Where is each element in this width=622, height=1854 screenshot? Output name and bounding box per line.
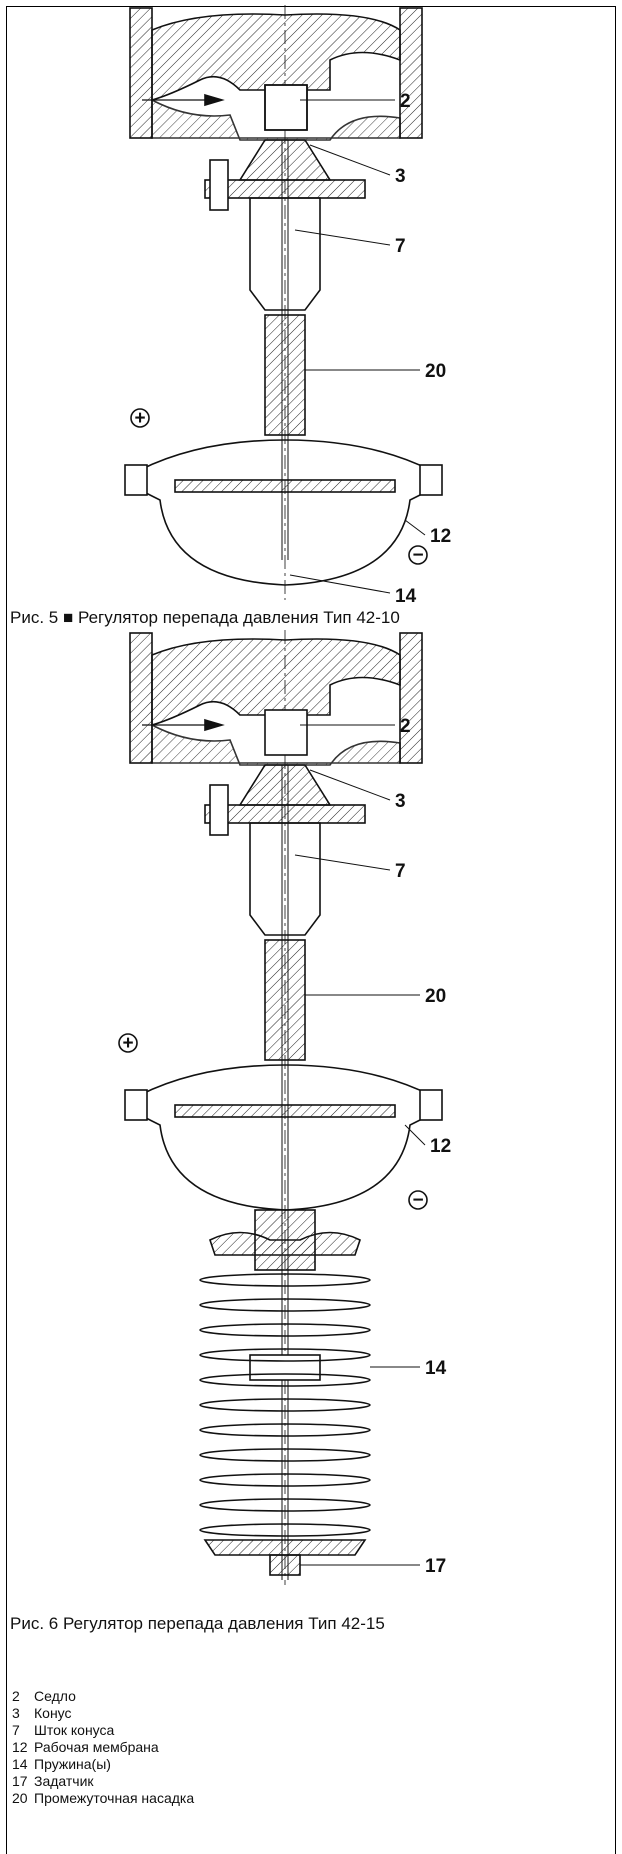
callout-3: 3 — [395, 166, 406, 187]
callout-20: 20 — [425, 986, 446, 1007]
callout-7: 7 — [395, 236, 406, 257]
caption-type: Тип 42-10 — [323, 608, 400, 627]
legend-item: 3 Конус — [12, 1705, 194, 1722]
diaphragm-upper — [139, 439, 431, 471]
valve-plug — [238, 139, 332, 181]
caption-bullet: ■ — [62, 608, 74, 627]
legend-number: 20 — [12, 1790, 28, 1806]
legend-label: Седло — [34, 1688, 76, 1704]
legend-item: 14 Пружина(ы) — [12, 1756, 194, 1773]
bonnet-flange — [204, 179, 366, 199]
callout-2: 2 — [400, 91, 411, 112]
caption-prefix: Рис. 6 — [10, 1614, 59, 1633]
callout-12: 12 — [430, 1136, 451, 1157]
legend-item: 20 Промежуточная насадка — [12, 1790, 194, 1807]
stem-housing — [249, 197, 321, 311]
callout-17: 17 — [425, 1556, 446, 1577]
minus-port-symbol — [408, 545, 428, 565]
callout-14: 14 — [425, 1358, 447, 1379]
legend-label: Шток конуса — [34, 1722, 115, 1738]
figure-6-drawing: + − 2 3 7 20 12 14 17 — [118, 630, 451, 1585]
figure-5-caption: Рис. 5 ■ Регулятор перепада давления Тип… — [10, 608, 400, 628]
plus-sign: + — [134, 408, 145, 429]
legend-item: 7 Шток конуса — [12, 1722, 194, 1739]
callout-14: 14 — [395, 586, 417, 607]
spring-coils — [199, 1273, 371, 1537]
callout-7: 7 — [395, 861, 406, 882]
caption-prefix: Рис. 5 — [10, 608, 59, 627]
callout-12: 12 — [430, 526, 451, 547]
flow-arrow — [204, 93, 225, 107]
legend-label: Промежуточная насадка — [34, 1790, 195, 1806]
legend-number: 7 — [12, 1722, 20, 1738]
minus-sign: − — [412, 1190, 423, 1211]
legend-label: Пружина(ы) — [34, 1756, 111, 1772]
legend-label: Рабочая мембрана — [34, 1739, 159, 1755]
legend-label: Задатчик — [34, 1773, 94, 1789]
plus-sign: + — [122, 1033, 133, 1054]
drawing-frame — [6, 6, 616, 1854]
valve-body-6 — [129, 632, 423, 766]
diaphragm-plate — [174, 479, 396, 493]
callout-20: 20 — [425, 361, 446, 382]
legend-number: 3 — [12, 1705, 20, 1721]
flange-bolt-left — [124, 464, 148, 496]
flange-bolt-right — [419, 464, 443, 496]
legend-item: 2 Седло — [12, 1688, 194, 1705]
legend-item: 17 Задатчик — [12, 1773, 194, 1790]
spring-base — [203, 1539, 367, 1556]
valve-body — [129, 7, 423, 141]
legend-number: 14 — [12, 1756, 28, 1772]
callout-3: 3 — [395, 791, 406, 812]
intermediate-piece — [264, 314, 306, 436]
set-point-adjuster — [269, 1554, 301, 1576]
figure-5-drawing: + − 2 3 7 20 12 14 — [124, 5, 451, 607]
legend-number: 12 — [12, 1739, 28, 1755]
legend-label: Конус — [34, 1705, 72, 1721]
diaphragm-lower — [139, 489, 431, 586]
spring-seat — [249, 1354, 321, 1381]
parts-legend: 2 Седло 3 Конус 7 Шток конуса 12 Рабочая мем… — [12, 1688, 194, 1807]
figure-6-caption: Рис. 6 Регулятор перепада давления Тип 4… — [10, 1614, 385, 1634]
legend-number: 17 — [12, 1773, 28, 1789]
plus-port-symbol — [130, 408, 150, 428]
minus-sign: − — [412, 545, 423, 566]
legend-number: 2 — [12, 1688, 20, 1704]
caption-type: Тип 42-15 — [308, 1614, 385, 1633]
legend-item: 12 Рабочая мембрана — [12, 1739, 194, 1756]
caption-title: Регулятор перепада давления — [78, 608, 319, 627]
callout-2: 2 — [400, 716, 411, 737]
caption-title: Регулятор перепада давления — [62, 1614, 304, 1633]
bolt — [209, 159, 229, 211]
